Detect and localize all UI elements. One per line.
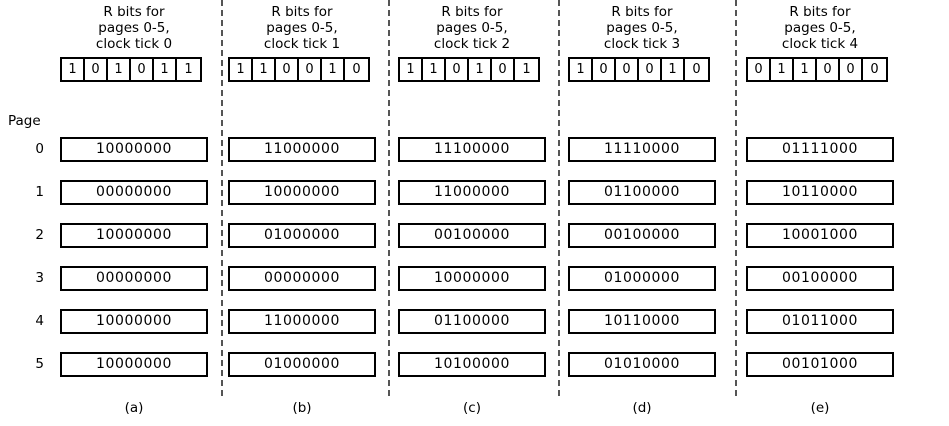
page-number-list: 0 1 2 3 4 5 <box>0 137 48 395</box>
counter-box: 10110000 <box>568 309 716 334</box>
counter-box-list: 01111000 10110000 10001000 00100000 0101… <box>746 137 894 395</box>
counter-box: 00000000 <box>60 266 208 291</box>
column-caption: R bits for pages 0-5, clock tick 4 <box>781 4 859 52</box>
page-number: 4 <box>35 313 44 329</box>
r-bit-cell: 0 <box>616 59 639 80</box>
page-axis-label: Page <box>8 113 41 129</box>
clock-tick-column-b: R bits for pages 0-5, clock tick 1 1 1 0… <box>222 0 390 426</box>
r-bit-cell: 1 <box>570 59 593 80</box>
column-caption: R bits for pages 0-5, clock tick 1 <box>263 4 341 52</box>
column-footer-label: (d) <box>632 400 652 416</box>
counter-box: 10000000 <box>60 352 208 377</box>
counter-box: 01011000 <box>746 309 894 334</box>
r-bit-cell: 0 <box>840 59 863 80</box>
counter-box: 10000000 <box>60 309 208 334</box>
counter-box: 01010000 <box>568 352 716 377</box>
r-bit-cell: 0 <box>639 59 662 80</box>
r-bit-cell: 0 <box>863 59 886 80</box>
column-separator-1 <box>221 0 223 396</box>
r-bit-cell: 0 <box>85 59 108 80</box>
counter-box: 00100000 <box>746 266 894 291</box>
counter-box: 00000000 <box>60 180 208 205</box>
r-bit-cell: 1 <box>400 59 423 80</box>
column-caption: R bits for pages 0-5, clock tick 3 <box>603 4 681 52</box>
r-bit-cell: 1 <box>253 59 276 80</box>
page-number: 3 <box>35 270 44 286</box>
counter-box: 11000000 <box>228 137 376 162</box>
r-bit-cell: 1 <box>230 59 253 80</box>
counter-box-list: 11100000 11000000 00100000 10000000 0110… <box>398 137 546 395</box>
r-bits-strip: 1 0 0 0 1 0 <box>568 57 710 82</box>
r-bit-cell: 1 <box>469 59 492 80</box>
clock-tick-column-a: R bits for pages 0-5, clock tick 0 1 0 1… <box>54 0 222 426</box>
r-bits-strip: 1 1 0 0 1 0 <box>228 57 370 82</box>
clock-tick-column-c: R bits for pages 0-5, clock tick 2 1 1 0… <box>392 0 560 426</box>
counter-box: 01111000 <box>746 137 894 162</box>
counter-box: 10000000 <box>228 180 376 205</box>
counter-box: 00101000 <box>746 352 894 377</box>
r-bit-cell: 0 <box>131 59 154 80</box>
column-separator-3 <box>558 0 560 396</box>
r-bits-strip: 1 1 0 1 0 1 <box>398 57 540 82</box>
r-bit-cell: 1 <box>662 59 685 80</box>
counter-box: 00100000 <box>398 223 546 248</box>
r-bit-cell: 1 <box>322 59 345 80</box>
page-number: 0 <box>35 141 44 157</box>
counter-box: 01000000 <box>228 352 376 377</box>
counter-box: 01100000 <box>568 180 716 205</box>
counter-box-list: 11000000 10000000 01000000 00000000 1100… <box>228 137 376 395</box>
r-bit-cell: 1 <box>62 59 85 80</box>
r-bit-cell: 0 <box>593 59 616 80</box>
counter-box: 10000000 <box>60 223 208 248</box>
r-bit-cell: 1 <box>423 59 446 80</box>
column-caption: R bits for pages 0-5, clock tick 2 <box>433 4 511 52</box>
counter-box: 00000000 <box>228 266 376 291</box>
column-caption: R bits for pages 0-5, clock tick 0 <box>95 4 173 52</box>
r-bit-cell: 0 <box>446 59 469 80</box>
r-bits-strip: 0 1 1 0 0 0 <box>746 57 888 82</box>
r-bit-cell: 0 <box>492 59 515 80</box>
column-footer-label: (b) <box>292 400 312 416</box>
counter-box: 01100000 <box>398 309 546 334</box>
r-bit-cell: 1 <box>771 59 794 80</box>
counter-box: 10110000 <box>746 180 894 205</box>
r-bit-cell: 1 <box>154 59 177 80</box>
counter-box: 11000000 <box>398 180 546 205</box>
column-footer-label: (e) <box>810 400 830 416</box>
counter-box-list: 10000000 00000000 10000000 00000000 1000… <box>60 137 208 395</box>
page-number: 2 <box>35 227 44 243</box>
r-bit-cell: 1 <box>515 59 538 80</box>
r-bit-cell: 1 <box>108 59 131 80</box>
counter-box-list: 11110000 01100000 00100000 01000000 1011… <box>568 137 716 395</box>
page-number: 5 <box>35 356 44 372</box>
counter-box: 11100000 <box>398 137 546 162</box>
clock-tick-column-e: R bits for pages 0-5, clock tick 4 0 1 1… <box>740 0 908 426</box>
r-bit-cell: 0 <box>299 59 322 80</box>
counter-box: 11000000 <box>228 309 376 334</box>
counter-box: 10001000 <box>746 223 894 248</box>
counter-box: 10100000 <box>398 352 546 377</box>
r-bit-cell: 0 <box>748 59 771 80</box>
counter-box: 11110000 <box>568 137 716 162</box>
r-bit-cell: 0 <box>817 59 840 80</box>
counter-box: 00100000 <box>568 223 716 248</box>
r-bit-cell: 0 <box>345 59 368 80</box>
counter-box: 01000000 <box>228 223 376 248</box>
r-bits-strip: 1 0 1 0 1 1 <box>60 57 202 82</box>
column-separator-4 <box>735 0 737 396</box>
r-bit-cell: 1 <box>794 59 817 80</box>
page-number: 1 <box>35 184 44 200</box>
counter-box: 10000000 <box>398 266 546 291</box>
column-footer-label: (a) <box>124 400 144 416</box>
column-separator-2 <box>388 0 390 396</box>
r-bit-cell: 0 <box>276 59 299 80</box>
counter-box: 01000000 <box>568 266 716 291</box>
column-footer-label: (c) <box>463 400 481 416</box>
r-bit-cell: 1 <box>177 59 200 80</box>
counter-box: 10000000 <box>60 137 208 162</box>
r-bit-cell: 0 <box>685 59 708 80</box>
clock-tick-column-d: R bits for pages 0-5, clock tick 3 1 0 0… <box>562 0 730 426</box>
